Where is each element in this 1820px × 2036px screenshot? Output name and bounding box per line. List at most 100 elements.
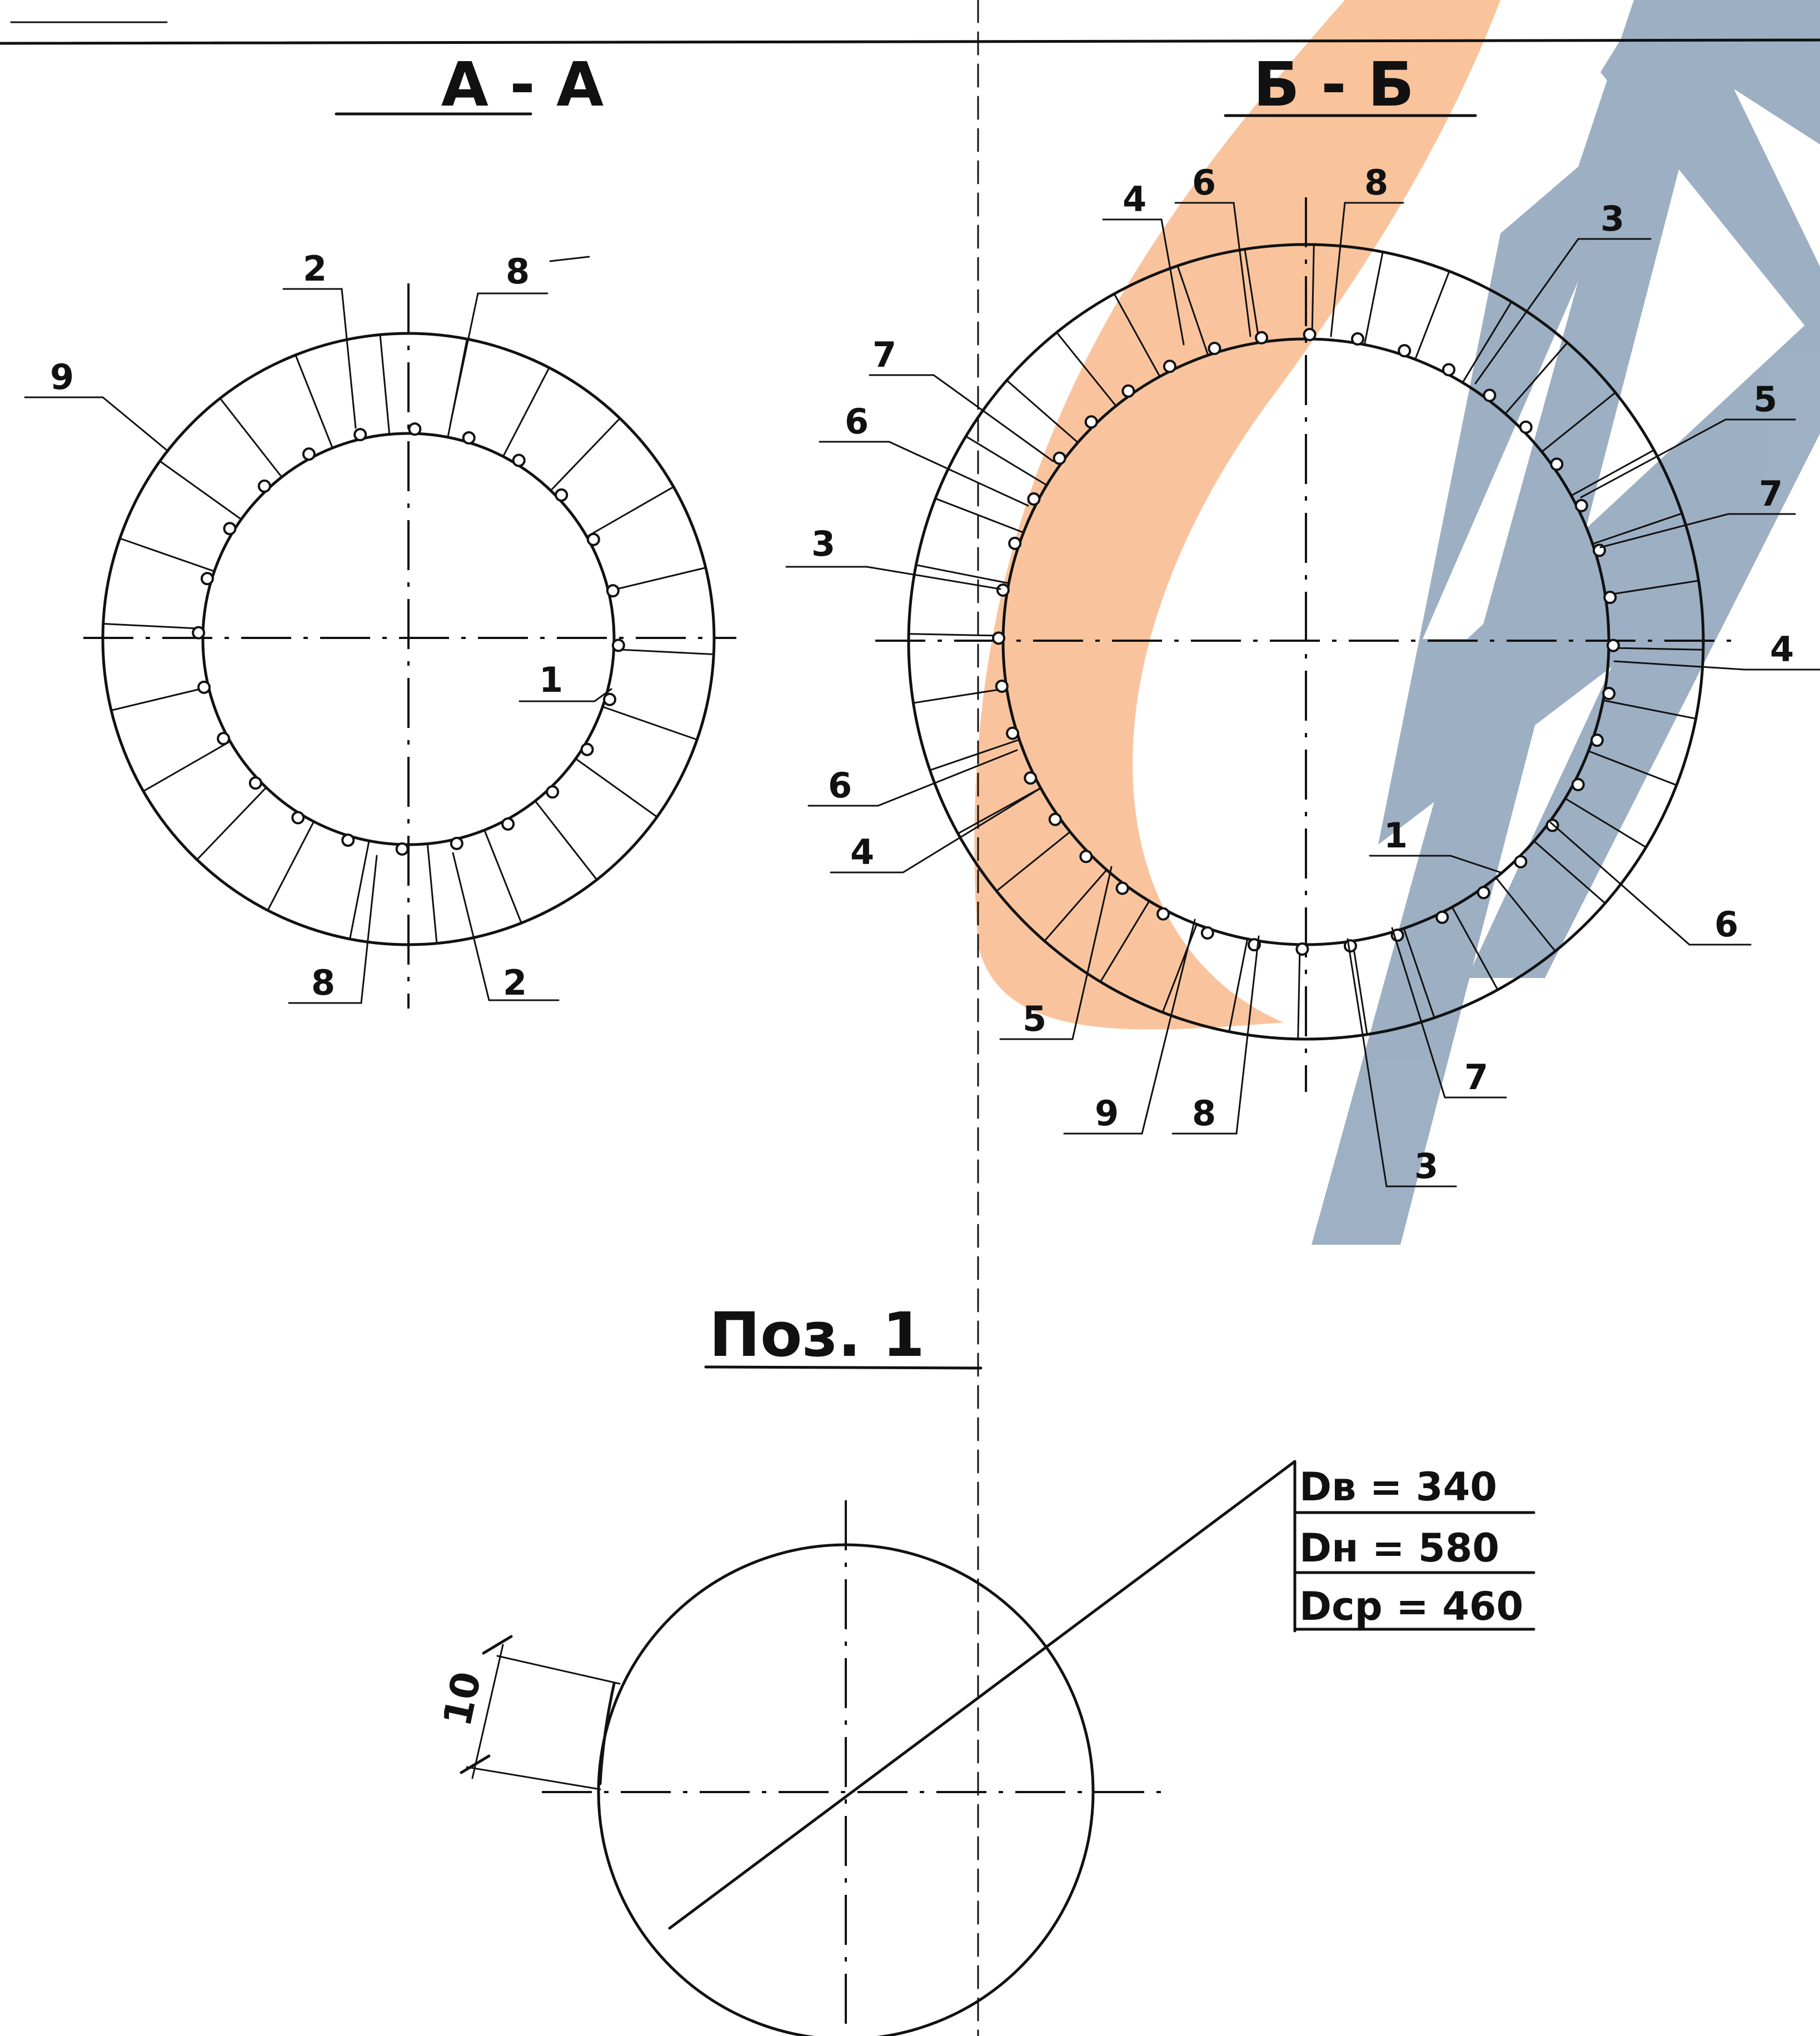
bb-fastener — [1590, 733, 1604, 747]
bb-leader-label-17: 8 — [1171, 935, 1260, 1135]
bb-fastener — [1048, 812, 1062, 826]
svg-text:7: 7 — [872, 335, 896, 375]
bb-fastener — [1115, 881, 1129, 895]
bb-leader-label-12: 4 — [830, 788, 1040, 874]
bb-leader-label-2: 6 — [1174, 162, 1251, 337]
aa-insulation-segments — [102, 333, 715, 945]
aa-segment-joint — [575, 757, 658, 818]
aa-fastener — [586, 532, 600, 546]
svg-text:7: 7 — [1464, 1057, 1488, 1097]
bb-leader-label-10: 4 — [1613, 629, 1820, 671]
bb-segment-joint — [934, 497, 1025, 533]
section-bb-title: Б - Б — [1253, 49, 1414, 120]
svg-text:6: 6 — [1192, 162, 1216, 203]
svg-text:1: 1 — [539, 660, 563, 700]
svg-text:8: 8 — [1364, 162, 1388, 203]
aa-segment-joint — [267, 820, 315, 911]
svg-text:5: 5 — [1753, 379, 1777, 420]
bb-fastener — [1163, 360, 1176, 373]
bb-segment-joint — [1297, 944, 1301, 1040]
svg-text:3: 3 — [1414, 1146, 1438, 1186]
bb-leader-label-8: 7 — [1599, 473, 1796, 548]
bb-segment-joint — [1587, 750, 1678, 786]
aa-fastener — [611, 638, 625, 652]
aa-fastener — [217, 732, 231, 746]
aa-segment-joint — [119, 537, 216, 572]
position-1-title: Поз. 1 — [709, 1299, 925, 1370]
bb-fastener — [1477, 886, 1490, 900]
bb-fastener — [1121, 384, 1135, 398]
aa-segment-joint — [550, 417, 621, 492]
aa-segment-joint — [379, 333, 391, 436]
svg-text:4: 4 — [1770, 629, 1794, 670]
aa-segment-joint — [142, 740, 231, 792]
bb-segment-joint — [1414, 270, 1450, 361]
aa-fastener — [501, 817, 515, 831]
aa-fastener — [395, 842, 409, 856]
bb-leader-label-3: 8 — [1330, 162, 1404, 337]
position-1: Поз. 1 Dв = 340 Dн = 580 Dср = 460 10 — [434, 1299, 1535, 2036]
bb-segment-joint — [1604, 580, 1699, 596]
bb-leader-label-19: 3 — [1347, 938, 1457, 1187]
bb-fastener — [1053, 451, 1066, 465]
bb-fastener — [1602, 687, 1616, 701]
bb-leader-label-11: 6 — [807, 749, 1018, 807]
pos1-dim-outer-diameter: Dн = 580 — [1299, 1525, 1499, 1571]
bb-fasteners — [992, 328, 1620, 956]
bb-fastener — [1024, 771, 1038, 785]
bb-fastener — [1027, 492, 1041, 506]
aa-leader-label-6: 2 — [452, 852, 560, 1003]
bb-fastener — [995, 679, 1009, 693]
bb-leader-label-7: 5 — [1580, 379, 1796, 498]
bb-segment-joint — [1352, 940, 1368, 1035]
svg-text:4: 4 — [850, 832, 874, 872]
bb-segment-joint — [1403, 927, 1435, 1019]
bb-segment-joint — [1311, 243, 1315, 340]
aa-fastener — [606, 584, 620, 598]
aa-leader-label-2: 8 — [449, 251, 549, 426]
aa-fastener — [603, 692, 617, 706]
bb-segment-joint — [1608, 647, 1704, 651]
svg-text:8: 8 — [311, 962, 335, 1003]
aa-fastener — [192, 626, 206, 640]
bb-fastener — [996, 583, 1010, 597]
bb-segment-joint — [913, 687, 1008, 704]
aa-segment-joint — [426, 842, 438, 945]
bb-segment-joint — [1570, 449, 1655, 497]
aa-fastener — [302, 447, 316, 461]
bb-segment-joint — [1055, 331, 1117, 407]
bb-leader-label-6: 6 — [819, 401, 1029, 507]
bb-segment-joint — [1592, 512, 1683, 545]
aa-segment-joint — [159, 460, 242, 521]
pos1-dim-mean-diameter: Dср = 460 — [1299, 1584, 1523, 1629]
aa-segment-joint — [586, 486, 675, 538]
bb-segment-joint — [1244, 248, 1260, 343]
bb-leader-label-16: 9 — [1063, 919, 1196, 1135]
aa-fasteners — [192, 422, 625, 856]
svg-text:8: 8 — [1192, 1093, 1216, 1134]
aa-segment-joint — [534, 800, 598, 881]
aa-fastener — [580, 742, 594, 756]
bb-leader-label-4: 3 — [1474, 198, 1652, 385]
bb-fastener — [1574, 498, 1588, 512]
aa-segment-joint — [349, 840, 370, 940]
bb-fastener — [1435, 910, 1449, 924]
bb-segment-joint — [1161, 923, 1198, 1014]
aa-leader-label-5: 8 — [288, 855, 378, 1004]
bb-fastener — [1084, 415, 1098, 429]
bb-leader-label-1: 4 — [1102, 179, 1185, 346]
bb-segment-joint — [1006, 380, 1079, 443]
bb-segment-joint — [1176, 265, 1209, 356]
aa-segment-joint — [483, 829, 522, 924]
aa-leader-label-1: 2 — [282, 248, 357, 429]
aa-leader-label-3: 9 — [24, 357, 168, 451]
bb-segment-joint — [929, 738, 1020, 771]
aa-fastener — [257, 479, 271, 493]
section-aa-title: A - A — [441, 49, 604, 120]
svg-text:9: 9 — [1095, 1093, 1119, 1134]
position-1-title-underline — [704, 1365, 983, 1370]
aa-fastener — [291, 811, 305, 825]
section-aa: A - A 2 8 9 1 8 2 — [24, 49, 736, 1009]
bb-fastener — [1398, 344, 1412, 358]
